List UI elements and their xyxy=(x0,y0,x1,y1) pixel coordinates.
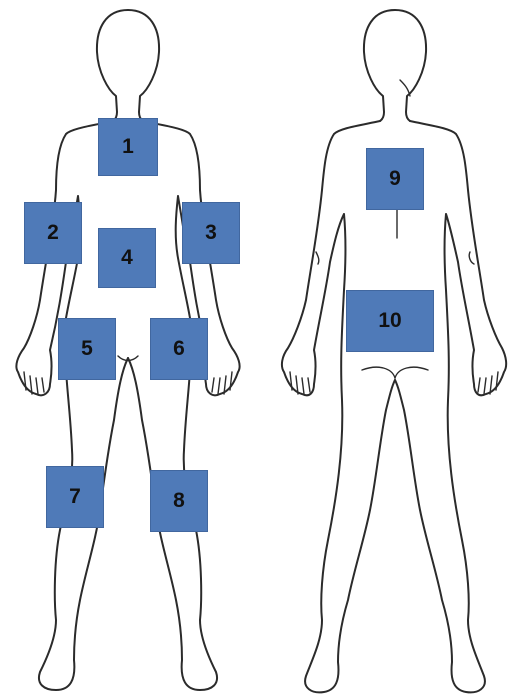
front-hand-left-fingers xyxy=(24,372,44,394)
zone-2-right-arm[interactable]: 2 xyxy=(24,202,82,264)
zone-5-right-thigh[interactable]: 5 xyxy=(58,318,116,380)
zone-10-label: 10 xyxy=(378,309,401,333)
zone-9-upper-back[interactable]: 9 xyxy=(366,148,424,210)
zone-9-label: 9 xyxy=(389,167,401,191)
zone-6-label: 6 xyxy=(173,337,185,361)
front-hand-right-fingers xyxy=(212,372,232,394)
back-elbow-left-line xyxy=(316,252,319,264)
zone-6-left-thigh[interactable]: 6 xyxy=(150,318,208,380)
zone-7-label: 7 xyxy=(69,485,81,509)
back-hand-left-fingers xyxy=(290,372,310,394)
back-buttocks-line xyxy=(362,367,428,378)
back-head xyxy=(364,10,426,121)
zone-8-label: 8 xyxy=(173,489,185,513)
zone-1-label: 1 xyxy=(122,135,134,159)
zone-1-chest[interactable]: 1 xyxy=(98,118,158,176)
zone-4-label: 4 xyxy=(121,246,133,270)
zone-3-left-arm[interactable]: 3 xyxy=(182,202,240,264)
zone-8-left-knee[interactable]: 8 xyxy=(150,470,208,532)
zone-7-right-knee[interactable]: 7 xyxy=(46,466,104,528)
zone-10-lower-back[interactable]: 10 xyxy=(346,290,434,352)
back-hand-right-fingers xyxy=(478,372,498,394)
zone-5-label: 5 xyxy=(81,337,93,361)
zone-2-label: 2 xyxy=(47,221,59,245)
zone-4-abdomen[interactable]: 4 xyxy=(98,228,156,288)
zone-3-label: 3 xyxy=(205,221,217,245)
front-head xyxy=(97,10,159,121)
back-elbow-right-line xyxy=(469,252,474,264)
